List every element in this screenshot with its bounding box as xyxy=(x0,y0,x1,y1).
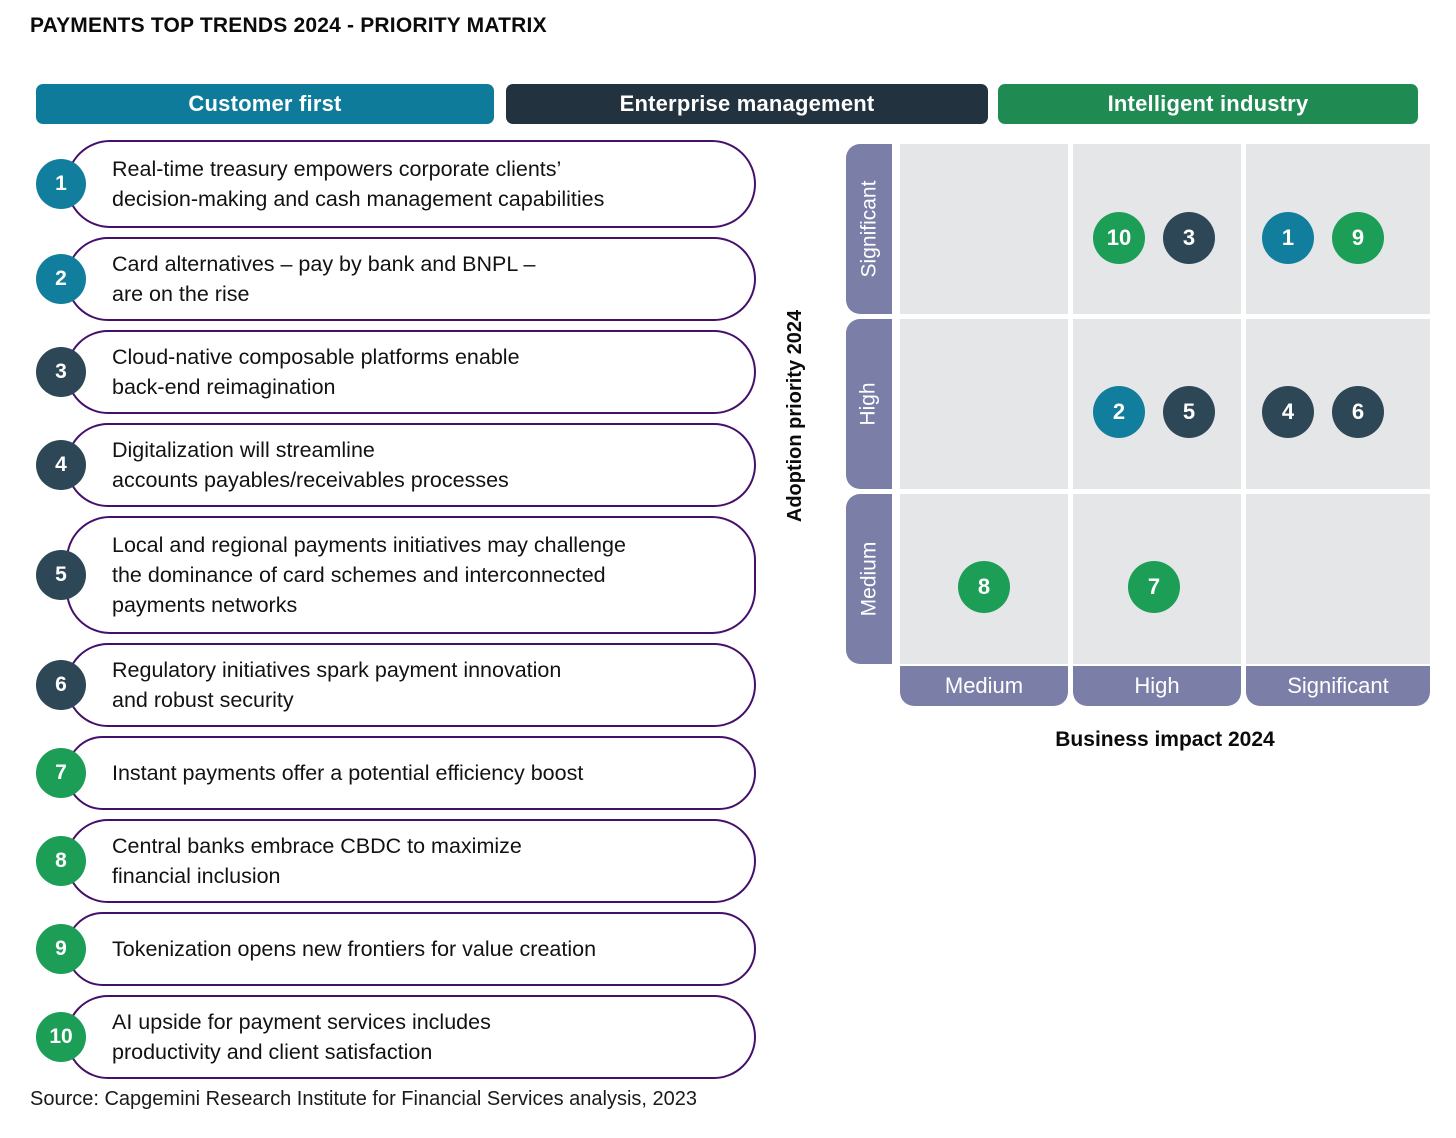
legend: Customer first Enterprise management Int… xyxy=(36,84,1418,124)
list-item[interactable]: 8 Central banks embrace CBDC to maximize… xyxy=(36,819,756,903)
trend-text: Cloud-native composable platforms enable… xyxy=(112,344,520,399)
legend-label: Customer first xyxy=(188,91,342,116)
matrix-cell-medium-significant xyxy=(900,144,1068,314)
trend-text: Digitalization will streamline accounts … xyxy=(112,437,509,492)
trend-pill xyxy=(66,995,756,1079)
trend-number-badge: 4 xyxy=(36,440,86,490)
matrix-bubble-9[interactable]: 9 xyxy=(1332,212,1384,264)
trend-text: Card alternatives – pay by bank and BNPL… xyxy=(112,251,536,306)
trend-text: Real-time treasury empowers corporate cl… xyxy=(112,156,605,211)
list-item[interactable]: 1 Real-time treasury empowers corporate … xyxy=(36,140,756,228)
legend-label: Enterprise management xyxy=(619,91,875,116)
trend-number-badge: 10 xyxy=(36,1012,86,1062)
list-item[interactable]: 7 Instant payments offer a potential eff… xyxy=(36,736,756,810)
trend-text: Tokenization opens new frontiers for val… xyxy=(112,936,597,961)
matrix-bubble-3[interactable]: 3 xyxy=(1163,212,1215,264)
trend-text: AI upside for payment services includes … xyxy=(112,1009,491,1064)
y-axis-tick-label: Significant xyxy=(857,180,881,278)
x-axis-tick-label: High xyxy=(1134,673,1180,698)
page-title: PAYMENTS TOP TRENDS 2024 - PRIORITY MATR… xyxy=(30,14,547,37)
trend-number-badge: 5 xyxy=(36,550,86,600)
matrix-bubble-8[interactable]: 8 xyxy=(958,561,1010,613)
trend-pill xyxy=(66,736,756,810)
list-item[interactable]: 5 Local and regional payments initiative… xyxy=(36,516,756,634)
trend-pill xyxy=(66,423,756,507)
trend-number-badge: 2 xyxy=(36,254,86,304)
priority-matrix: Adoption priority 2024 Significant High … xyxy=(784,136,1430,756)
matrix-bubble-6[interactable]: 6 xyxy=(1332,386,1384,438)
trend-text: Regulatory initiatives spark payment inn… xyxy=(112,657,562,712)
trend-text: Instant payments offer a potential effic… xyxy=(112,760,584,785)
legend-label: Intelligent industry xyxy=(1107,91,1309,116)
matrix-bubble-4[interactable]: 4 xyxy=(1262,386,1314,438)
trend-pill xyxy=(66,819,756,903)
x-axis-tick-significant: Significant xyxy=(1246,666,1430,706)
x-axis-tick-medium: Medium xyxy=(900,666,1068,706)
legend-item-intelligent-industry[interactable]: Intelligent industry xyxy=(998,84,1418,124)
trend-text: Central banks embrace CBDC to maximize f… xyxy=(112,833,522,888)
matrix-cell-significant-medium xyxy=(1246,494,1430,664)
trend-number-badge: 1 xyxy=(36,159,86,209)
list-item[interactable]: 2 Card alternatives – pay by bank and BN… xyxy=(36,237,756,321)
trend-pill xyxy=(66,330,756,414)
matrix-bubble-5[interactable]: 5 xyxy=(1163,386,1215,438)
matrix-bubble-10[interactable]: 10 xyxy=(1093,212,1145,264)
source-note: Source: Capgemini Research Institute for… xyxy=(30,1088,697,1110)
trend-text: Local and regional payments initiatives … xyxy=(112,532,626,618)
trend-pill xyxy=(66,140,756,228)
list-item[interactable]: 9 Tokenization opens new frontiers for v… xyxy=(36,912,756,986)
matrix-bubble-7[interactable]: 7 xyxy=(1128,561,1180,613)
trend-number-badge: 8 xyxy=(36,836,86,886)
y-axis-tick-significant: Significant xyxy=(846,144,892,314)
trend-number-badge: 7 xyxy=(36,748,86,798)
y-axis-tick-label: High xyxy=(856,382,880,426)
trend-number-badge: 3 xyxy=(36,347,86,397)
list-item[interactable]: 6 Regulatory initiatives spark payment i… xyxy=(36,643,756,727)
trend-number-badge: 6 xyxy=(36,660,86,710)
trend-list: 1 Real-time treasury empowers corporate … xyxy=(36,140,756,1088)
x-axis-tick-high: High xyxy=(1073,666,1241,706)
legend-item-enterprise-management[interactable]: Enterprise management xyxy=(506,84,988,124)
list-item[interactable]: 3 Cloud-native composable platforms enab… xyxy=(36,330,756,414)
y-axis-tick-medium: Medium xyxy=(846,494,892,664)
matrix-bubble-2[interactable]: 2 xyxy=(1093,386,1145,438)
trend-pill xyxy=(66,237,756,321)
y-axis-tick-label: Medium xyxy=(857,541,881,617)
matrix-cell-medium-high xyxy=(900,319,1068,489)
legend-item-customer-first[interactable]: Customer first xyxy=(36,84,494,124)
trend-number-badge: 9 xyxy=(36,924,86,974)
x-axis-tick-label: Significant xyxy=(1287,673,1389,698)
x-axis-tick-label: Medium xyxy=(944,673,1024,698)
list-item[interactable]: 10 AI upside for payment services includ… xyxy=(36,995,756,1079)
x-axis-title: Business impact 2024 xyxy=(1055,728,1275,751)
trend-pill xyxy=(66,516,756,634)
trend-pill xyxy=(66,643,756,727)
y-axis-title: Adoption priority 2024 xyxy=(784,309,806,523)
matrix-bubble-1[interactable]: 1 xyxy=(1262,212,1314,264)
y-axis-tick-high: High xyxy=(846,319,892,489)
list-item[interactable]: 4 Digitalization will streamline account… xyxy=(36,423,756,507)
